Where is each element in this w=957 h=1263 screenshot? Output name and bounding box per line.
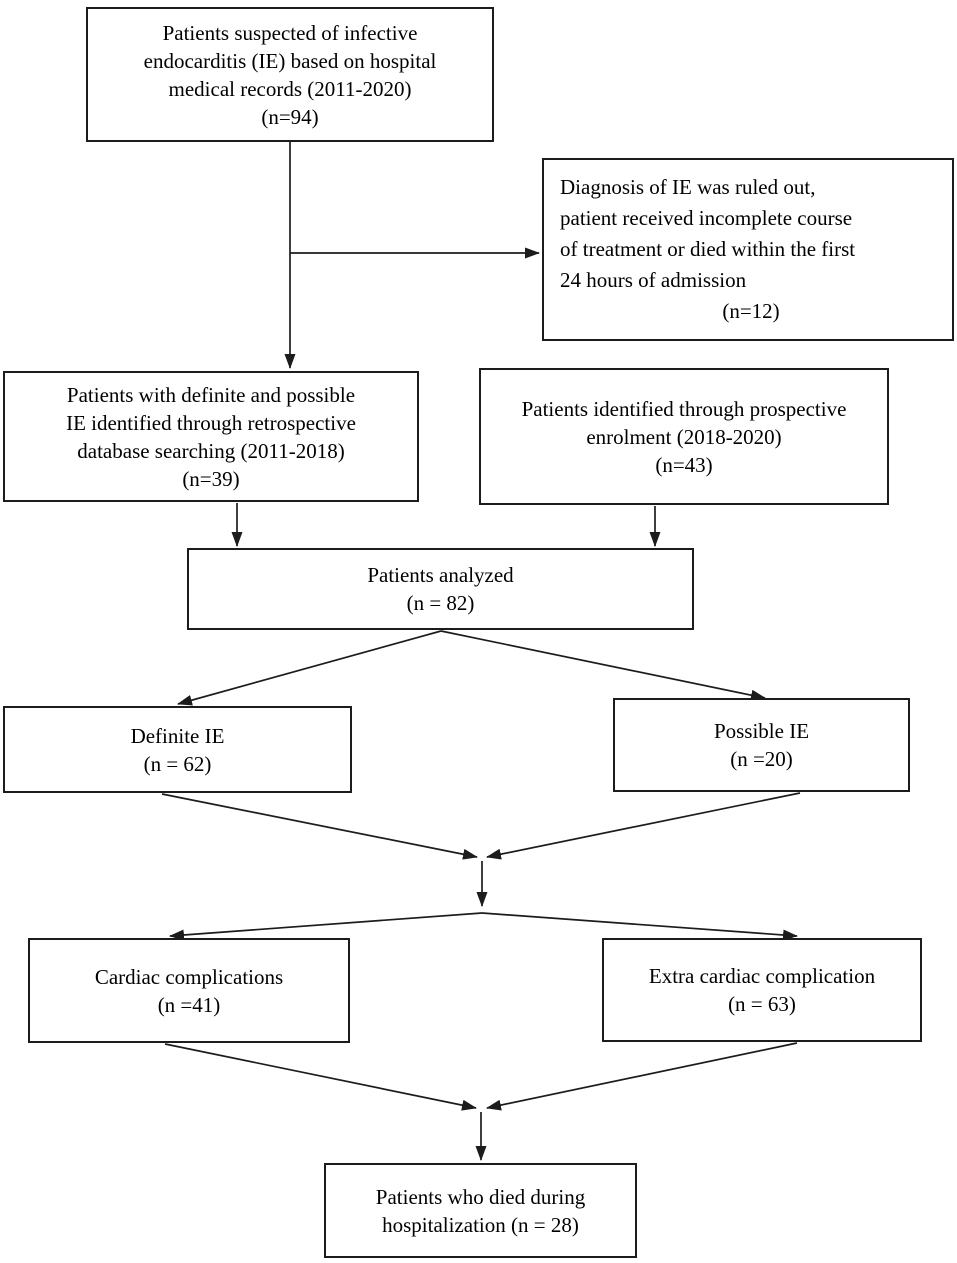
box-retrospective-text: Patients with definite and possible IE i…: [66, 382, 356, 491]
box-died: Patients who died during hospitalization…: [324, 1163, 637, 1258]
box-analyzed-text: Patients analyzed (n = 82): [367, 563, 514, 615]
arrow-extracardiac-to-junction2: [486, 1042, 798, 1111]
arrow-definite-to-junction1: [161, 793, 478, 860]
box-extracardiac-complications: Extra cardiac complication (n = 63): [602, 938, 922, 1042]
box-possible-ie: Possible IE (n =20): [613, 698, 910, 792]
box-definite-ie-text: Definite IE (n = 62): [130, 723, 225, 776]
box-suspected: Patients suspected of infective endocard…: [86, 7, 494, 142]
arrow-cardiac-to-junction2: [164, 1043, 477, 1111]
box-excluded-count: (n=12): [722, 299, 780, 323]
box-excluded-text: Diagnosis of IE was ruled out, patient r…: [560, 175, 856, 292]
box-definite-ie: Definite IE (n = 62): [3, 706, 352, 793]
box-died-text: Patients who died during hospitalization…: [375, 1184, 586, 1237]
box-possible-ie-text: Possible IE (n =20): [713, 719, 810, 771]
box-prospective-text: Patients identified through prospective …: [521, 396, 847, 477]
arrow-analyzed-to-definite: [177, 630, 442, 706]
box-analyzed: Patients analyzed (n = 82): [187, 548, 694, 630]
arrow-junction1-to-extracardiac: [481, 912, 798, 941]
box-cardiac-complications: Cardiac complications (n =41): [28, 938, 350, 1043]
box-cardiac-complications-text: Cardiac complications (n =41): [94, 964, 284, 1017]
arrow-possible-to-junction1: [486, 792, 801, 860]
box-extracardiac-complications-text: Extra cardiac complication (n = 63): [648, 964, 876, 1016]
arrow-analyzed-to-possible: [440, 630, 766, 701]
arrow-junction1-to-cardiac: [169, 912, 483, 941]
box-excluded: Diagnosis of IE was ruled out, patient r…: [542, 158, 954, 341]
box-retrospective: Patients with definite and possible IE i…: [3, 371, 419, 502]
box-suspected-text: Patients suspected of infective endocard…: [143, 20, 437, 129]
box-prospective: Patients identified through prospective …: [479, 368, 889, 505]
